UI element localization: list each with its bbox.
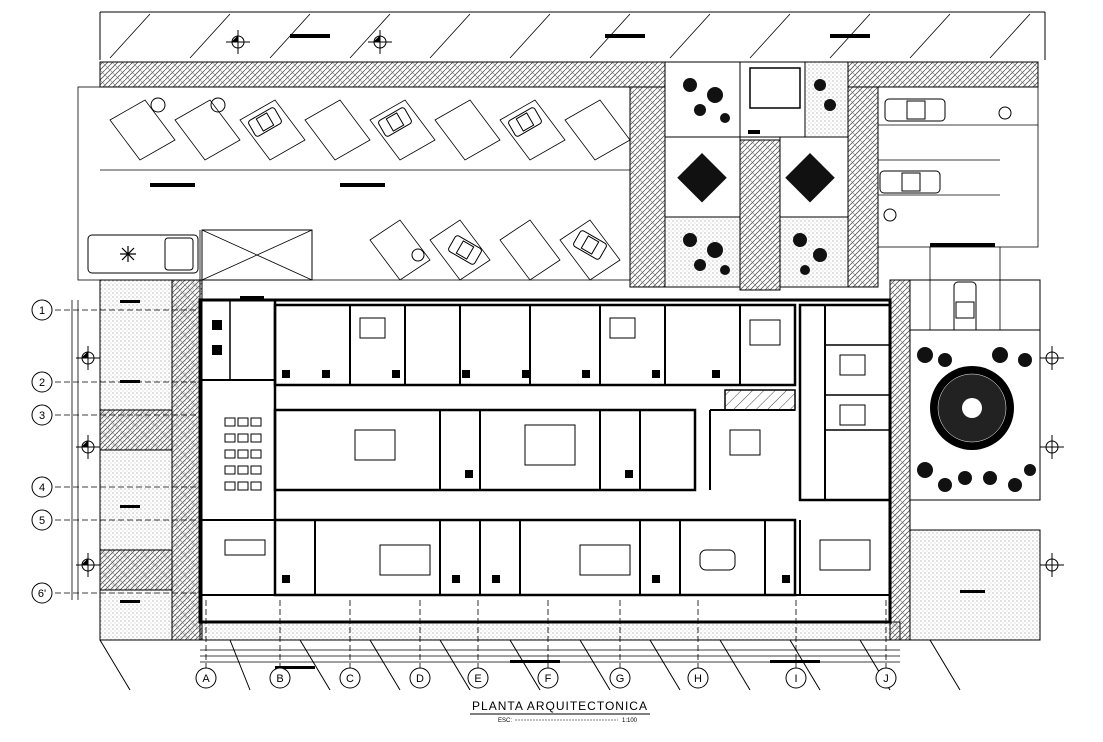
grid-row-label: 6' [38,588,46,600]
grid-col-label: I [794,673,797,685]
perimeter-paving [99,61,1041,641]
fountain-plaza [909,329,1041,501]
grid-col-c: C [339,667,361,689]
grid-col-label: C [346,673,354,685]
grid-col-label: E [474,673,481,685]
restroom-fixtures [212,320,790,583]
grid-row-1: 1 [31,299,53,321]
grid-row-label: 2 [39,377,45,389]
title-block: PLANTA ARQUITECTONICA ESC: 1:100 [470,699,650,724]
accessibility-icon [150,97,1012,262]
grid-row-5: 5 [31,509,53,531]
parking-lot [77,86,1039,330]
grid-col-label: G [616,673,625,685]
grid-row-label: 4 [39,482,45,494]
room-furniture [224,317,871,576]
scale-prefix: ESC: [498,718,512,724]
building-walls [198,298,892,624]
grid-col-label: H [694,673,702,685]
grid-col-i: I [785,667,807,689]
room-labels [120,183,995,603]
dimension-lines-bottom [99,600,961,691]
grid-row-label: 5 [39,515,45,527]
grid-col-f: F [537,667,559,689]
car-icon [248,98,977,339]
grid-col-label: D [416,673,424,685]
site-boundary-hatch [99,11,1046,60]
grid-col-h: H [687,667,709,689]
north-arrow-marker-icon [76,30,1064,577]
grid-col-label: J [883,673,889,685]
grid-row-label: 1 [39,305,45,317]
grid-row-4: 4 [31,476,53,498]
grid-row-3: 3 [31,404,53,426]
grid-col-a: A [195,667,217,689]
ambulance-icon [87,234,199,274]
grid-col-label: A [202,673,210,685]
waiting-area-seats [224,417,262,491]
grid-col-j: J [875,667,897,689]
drawing-title: PLANTA ARQUITECTONICA [472,699,648,713]
grid-row-bubbles: 1 2 3 4 5 6' [31,299,53,604]
dimension-lines-left [55,300,200,600]
grid-row-2: 2 [31,371,53,393]
grid-col-g: G [609,667,631,689]
grid-col-label: F [545,673,552,685]
grid-row-6: 6' [31,582,53,604]
grid-col-d: D [409,667,431,689]
grid-col-b: B [269,667,291,689]
garden-courtyards [664,61,849,288]
grid-col-e: E [467,667,489,689]
grid-column-bubbles: A B C D E F G H I J [195,667,897,689]
grid-row-label: 3 [39,410,45,422]
grid-col-label: B [276,673,283,685]
scale-value: 1:100 [622,718,638,724]
